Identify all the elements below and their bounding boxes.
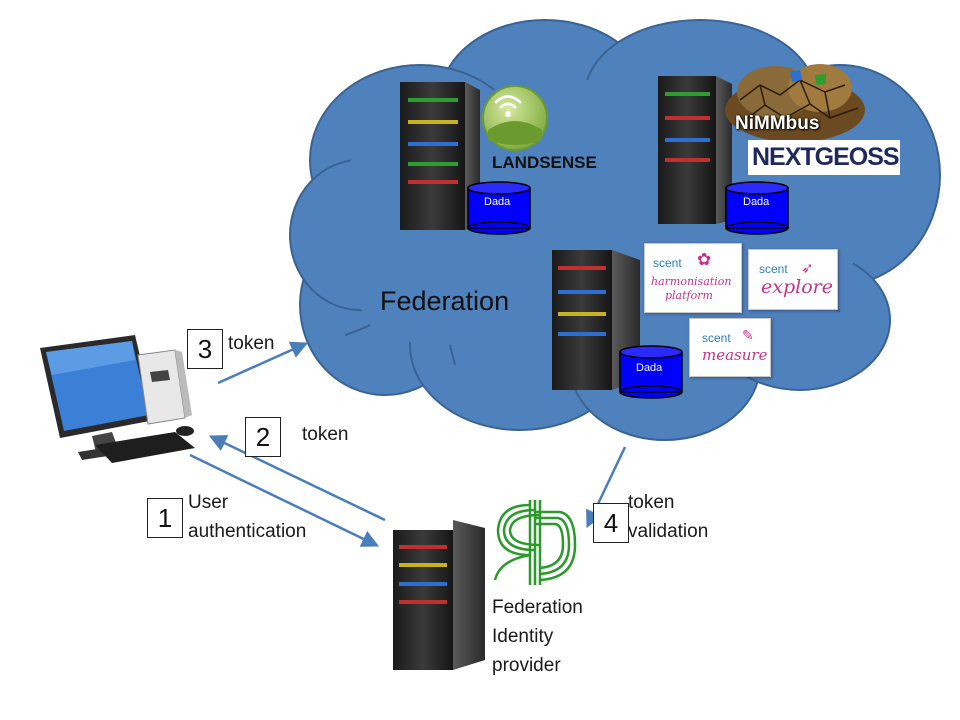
step-number-1: 1 — [147, 498, 183, 538]
database-nimmbus — [725, 181, 789, 235]
step-number-4: 4 — [593, 503, 629, 543]
nimmbus-logo-icon — [725, 64, 865, 142]
step-label-4-line1: token — [628, 492, 675, 513]
server-identity-provider — [393, 520, 485, 670]
nextgeoss-logo-text: NEXTGEOSS — [752, 143, 900, 171]
scent-measure-text: measure — [702, 346, 768, 364]
landsense-logo-icon — [482, 85, 548, 151]
lotus-icon: ✿ — [697, 250, 712, 269]
arrow-2-token — [208, 435, 386, 522]
arrow-3-token — [217, 341, 309, 385]
scent-harmonisation-line1: harmonisation — [651, 275, 732, 288]
server-nimmbus — [658, 76, 732, 224]
database-label-nimmbus: Dada — [743, 196, 770, 208]
step-label-1-line2: authentication — [188, 521, 307, 542]
step-label-4-line2: validation — [628, 521, 709, 542]
identity-provider-label-line1: Federation — [492, 597, 583, 618]
scent-harmonisation-logo: scent ✿ harmonisation platform — [644, 243, 742, 313]
scent-harmonisation-brand: scent — [653, 256, 682, 270]
step-label-3: token — [228, 333, 275, 354]
database-label-scent: Dada — [636, 362, 663, 374]
step-label-2: token — [302, 424, 349, 445]
step-number-2: 2 — [245, 417, 281, 457]
identity-provider-label-line3: provider — [492, 655, 561, 676]
step-number-3: 3 — [187, 329, 223, 369]
identity-provider-label-line2: Identity — [492, 626, 554, 647]
scent-explore-text: explore — [761, 276, 833, 298]
computer-icon — [40, 335, 195, 463]
nextgeoss-logo-card — [748, 140, 900, 175]
scent-explore-brand: scent — [759, 262, 788, 276]
database-scent — [619, 345, 683, 399]
landsense-logo-text: LANDSENSE — [492, 153, 597, 172]
step-label-1-line1: User — [188, 492, 229, 513]
scent-measure-brand: scent — [702, 331, 731, 345]
scent-measure-logo: scent ✎ measure — [689, 318, 771, 377]
compass-icon: ➶ — [801, 260, 814, 277]
database-label-landsense: Dada — [484, 196, 511, 208]
nimmbus-logo-text: NiMMbus — [735, 113, 820, 134]
arrow-1-authentication — [189, 453, 380, 547]
database-landsense — [467, 181, 531, 235]
scent-harmonisation-line2: platform — [665, 289, 713, 302]
federation-identity-logo-icon — [493, 500, 577, 585]
measure-icon: ✎ — [742, 327, 754, 343]
scent-explore-logo: scent ➶ explore — [748, 249, 838, 310]
federation-cloud-title: Federation — [380, 286, 510, 316]
